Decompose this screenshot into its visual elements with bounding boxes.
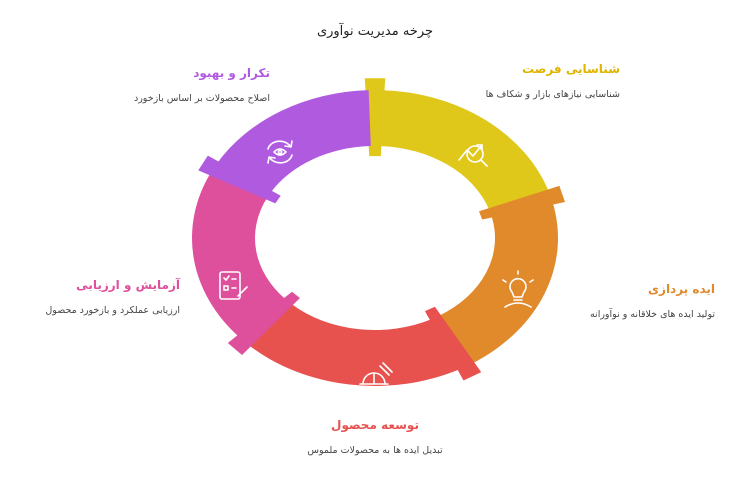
segment-testing (192, 173, 286, 338)
stage-label-iteration: تکرار و بهبود اصلاح محصولات بر اساس بازخ… (130, 66, 270, 105)
diagram-title: چرخه مدیریت نوآوری (316, 24, 434, 39)
stage-desc-opportunity: شناسایی نیازهای بازار و شکاف ها (485, 89, 620, 100)
stage-title-iteration: تکرار و بهبود (193, 66, 270, 80)
segment-ideation (438, 202, 558, 364)
stage-label-ideation: ایده پردازی تولید ایده های خلاقانه و نوآ… (535, 282, 715, 321)
stage-title-ideation: ایده پردازی (648, 282, 715, 296)
stage-title-opportunity: شناسایی فرصت (522, 62, 620, 76)
checklist-icon (219, 271, 248, 300)
hardhat-icon (359, 362, 393, 385)
stage-desc-ideation: تولید ایده های خلاقانه و نوآورانه (589, 309, 715, 320)
opportunity-search-icon (458, 144, 488, 167)
connector-iteration (198, 155, 281, 204)
connector-testing (227, 291, 300, 356)
stage-desc-development: تبدیل ایده ها به محصولات ملموس (307, 445, 443, 456)
segment-development (247, 304, 461, 386)
stage-label-testing: آزمایش و ارزیابی ارزیابی عملکرد و بازخور… (40, 278, 180, 317)
connector-development (424, 306, 482, 381)
connector-ideation (479, 185, 566, 220)
refresh-eye-icon (267, 140, 293, 164)
stage-desc-iteration: اصلاح محصولات بر اساس بازخورد (133, 93, 270, 104)
segment-iteration (216, 90, 371, 192)
lightbulb-icon (502, 270, 534, 308)
stage-title-testing: آزمایش و ارزیابی (76, 278, 180, 292)
icons (219, 140, 534, 385)
segment-opportunity (379, 90, 550, 210)
stage-label-opportunity: شناسایی فرصت شناسایی نیازهای بازار و شکا… (470, 62, 620, 101)
stage-title-development: توسعه محصول (331, 418, 419, 432)
stage-desc-testing: ارزیابی عملکرد و بازخورد محصول (45, 305, 180, 316)
stage-label-development: توسعه محصول تبدیل ایده ها به محصولات ملم… (265, 418, 485, 457)
segments (192, 78, 566, 386)
